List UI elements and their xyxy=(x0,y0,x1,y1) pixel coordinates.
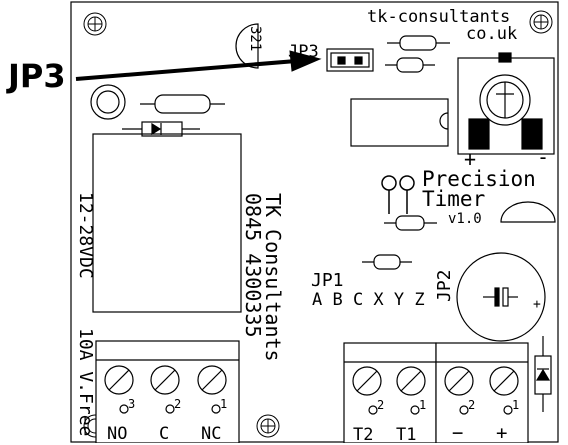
diode-right xyxy=(534,336,552,412)
transistor-pin-numbers: 321 xyxy=(247,26,263,52)
company-name-line2: co.uk xyxy=(466,24,518,44)
version-label: v1.0 xyxy=(448,211,482,227)
terminal-label-t2: T2 xyxy=(353,425,374,445)
resistor-mid-right xyxy=(385,57,435,73)
terminal-number-c: 2 xyxy=(174,397,182,411)
voltage-rating-text: 12-28VDC xyxy=(75,192,96,279)
capacitor-plus-label: + xyxy=(533,297,541,312)
jp1-label: JP1 xyxy=(311,270,344,291)
terminal-label-no: NO xyxy=(107,424,128,444)
resistor-top-left xyxy=(140,94,225,114)
small-regulator xyxy=(500,201,556,223)
potentiometer xyxy=(457,52,555,155)
product-name-line1: Precision xyxy=(422,167,536,191)
diode-top xyxy=(122,121,200,137)
led-outline xyxy=(90,84,126,120)
terminal-number-t2: 2 xyxy=(377,398,385,412)
mounting-hole-top-left xyxy=(83,12,107,36)
relay-terminal-block xyxy=(95,340,240,443)
jp3-header xyxy=(326,48,374,72)
terminal-number-t1: 1 xyxy=(419,398,427,412)
mounting-hole-top-right xyxy=(529,10,553,34)
product-name-line2: Timer xyxy=(422,187,486,211)
vertical-company-text: TK Consultants xyxy=(261,193,285,362)
jp3-annotation-label: JP3 xyxy=(8,57,66,95)
terminal-label-nc: NC xyxy=(201,424,222,444)
electrolytic-capacitor xyxy=(456,252,546,342)
ic-chip xyxy=(350,98,449,147)
resistor-timer xyxy=(384,215,437,231)
relay-outline xyxy=(92,133,242,313)
terminal-label-t1: T1 xyxy=(396,425,417,445)
board-outline xyxy=(70,1,559,443)
jp2-label: JP2 xyxy=(434,269,455,302)
terminal-number-no: 3 xyxy=(128,397,136,411)
power-terminal-block xyxy=(435,342,529,443)
resistor-jp1 xyxy=(362,254,412,270)
mounting-hole-bottom-middle xyxy=(256,414,280,438)
trigger-terminal-block xyxy=(343,342,437,443)
jp1-pin-labels: A B C X Y Z xyxy=(312,290,425,310)
resistor-top-right xyxy=(387,35,450,51)
test-points xyxy=(381,175,415,214)
terminal-label-minus: − xyxy=(452,422,464,444)
terminal-number-nc: 1 xyxy=(220,397,228,411)
jp3-silkscreen-label: JP3 xyxy=(288,42,319,62)
vertical-phone-text: 0845 4300335 xyxy=(241,193,265,338)
terminal-label-plus: + xyxy=(496,422,508,444)
pot-minus-label: - xyxy=(537,145,550,169)
contact-rating-text: 10A V.Free xyxy=(75,328,96,437)
terminal-label-c: C xyxy=(159,424,170,444)
terminal-number-plus: 1 xyxy=(512,398,520,412)
terminal-number-minus: 2 xyxy=(468,398,476,412)
pot-plus-label: + xyxy=(464,147,477,171)
transistor-outline xyxy=(235,23,259,69)
jp3-arrow xyxy=(75,50,322,81)
company-name-line1: tk-consultants xyxy=(367,7,511,27)
